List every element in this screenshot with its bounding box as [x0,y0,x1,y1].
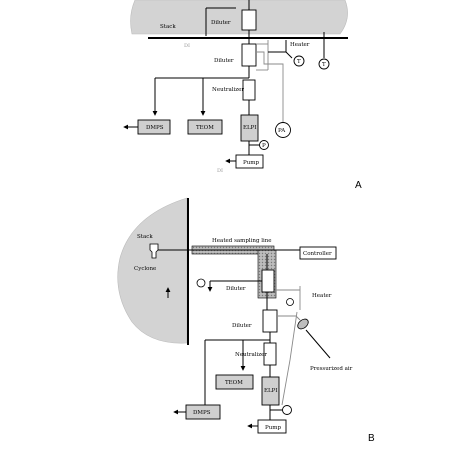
thermometer-1 [293,55,305,67]
teom-box [187,119,223,135]
cyclone-label: Cyclone [134,266,156,272]
panel-a: Stack Diluter DI Diluter Heater T T Neut… [123,0,362,191]
diluter-2 [262,309,278,333]
pressure-gauge [259,140,269,150]
teom-box-b [215,374,254,390]
diluter-mid [241,43,257,67]
teom-label: TEOM [196,125,214,131]
pressurized-air-label: Pressurized air [310,366,353,372]
svg-text:DI: DI [217,168,223,174]
neutralizer-label: Neutralizer [212,87,244,93]
diluter-2-label: Diluter [232,323,252,329]
diluter-top-label: Diluter [211,20,231,26]
heater-label-b: Heater [312,293,332,299]
diluter-1 [261,269,275,293]
dmps-label-b: DMPS [193,410,211,416]
pump-label: Pump [243,160,259,166]
stack-region-b [117,197,188,344]
neutralizer-label-b: Neutralizer [235,352,267,358]
svg-text:PA: PA [278,128,286,134]
heater-gauge [286,298,294,306]
elpi-label: ELPI [243,125,257,131]
cyclone [149,243,159,259]
svg-text:T: T [322,62,326,68]
panel-b: Stack Cyclone Heated sampling line Contr… [117,197,375,444]
pressurized-air-valve [297,318,309,330]
dmps-label: DMPS [146,125,164,131]
diluter-mid-label: Diluter [214,58,234,64]
stack-label-b: Stack [137,234,153,240]
pump-label-b: Pump [265,425,281,431]
svg-text:P: P [262,143,266,149]
controller-label: Controller [303,251,332,257]
heated-line-label: Heated sampling line [212,238,272,244]
teom-label-b: TEOM [225,380,243,386]
controller-box [299,246,337,260]
neutralizer [242,79,256,101]
thermometer-2 [318,58,330,70]
svg-text:T: T [297,59,301,65]
panel-b-letter: B [368,433,375,444]
diluter-1-gauge [196,278,206,288]
panel-a-letter: A [355,180,362,191]
pa-gauge [275,122,291,138]
svg-text:DI: DI [184,43,190,49]
stack-region [130,0,348,35]
heater-label: Heater [290,42,310,48]
elpi-gauge [282,405,292,415]
diluter-1-label: Diluter [226,286,246,292]
stack-label: Stack [160,24,176,30]
diluter-top [241,9,257,31]
elpi-label-b: ELPI [264,388,278,394]
